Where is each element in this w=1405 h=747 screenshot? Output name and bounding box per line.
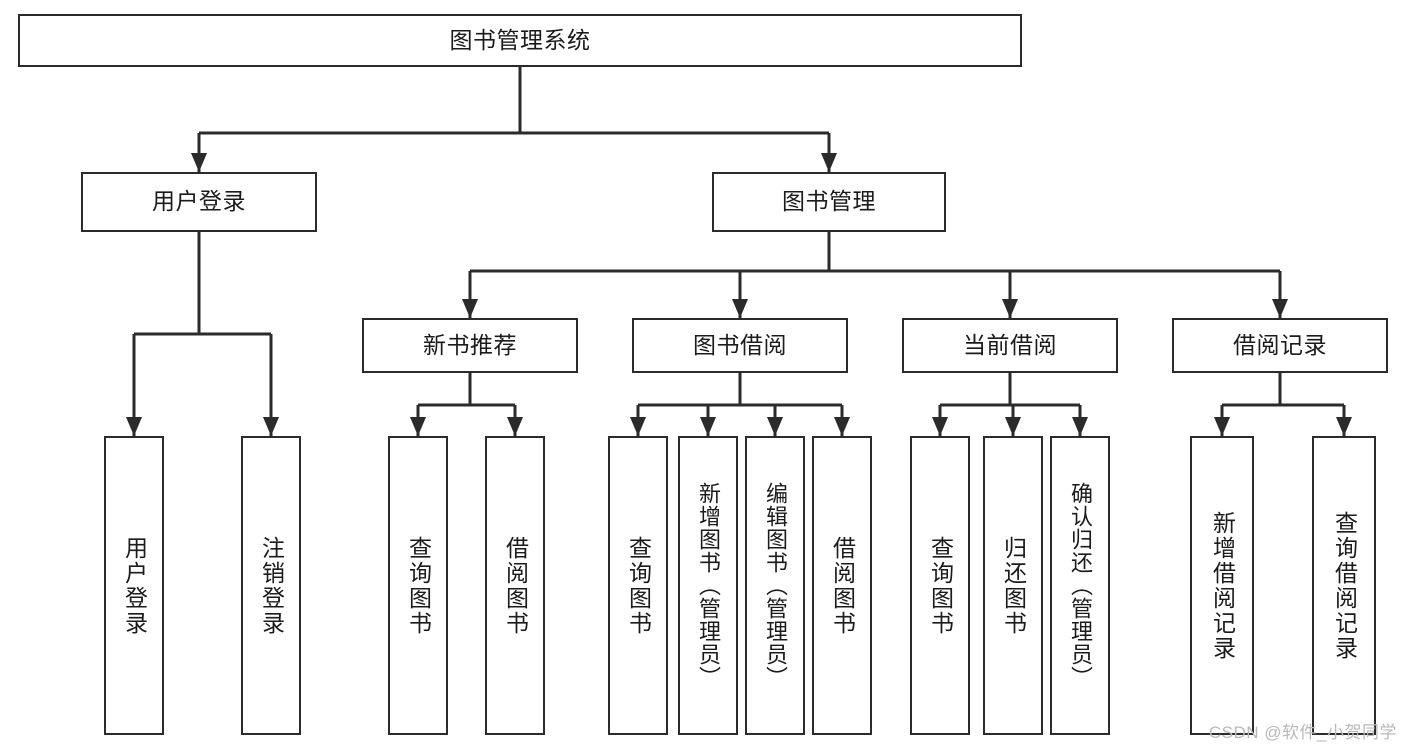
node-current-borrow[interactable]: 当前借阅 bbox=[902, 318, 1118, 373]
arrowhead-leaf-logout bbox=[263, 417, 279, 436]
node-leaf-bb-borrow[interactable]: 借阅图书 bbox=[812, 436, 872, 735]
arrowhead-leaf-bb-borrow bbox=[834, 417, 850, 436]
node-root[interactable]: 图书管理系统 bbox=[18, 14, 1022, 67]
node-label: 查询图书 bbox=[625, 535, 652, 636]
node-leaf-rec-borrow[interactable]: 借阅图书 bbox=[485, 436, 545, 735]
node-leaf-cb-query[interactable]: 查询图书 bbox=[910, 436, 970, 735]
arrowhead-leaf-br-query bbox=[1336, 417, 1352, 436]
node-label: 用户登录 bbox=[121, 535, 148, 636]
node-label: 新书推荐 bbox=[423, 331, 517, 358]
node-label: 确认归还（管理员） bbox=[1068, 482, 1093, 689]
arrowhead-leaf-cb-confirm bbox=[1072, 417, 1088, 436]
arrowhead-leaf-rec-query bbox=[410, 417, 426, 436]
arrowhead-leaf-br-add bbox=[1214, 417, 1230, 436]
arrowhead-leaf-cb-return bbox=[1005, 417, 1021, 436]
node-label: 查询图书 bbox=[405, 535, 432, 636]
node-leaf-logout[interactable]: 注销登录 bbox=[241, 436, 301, 735]
arrowhead-current-borrow bbox=[1002, 299, 1018, 318]
node-label: 查询借阅记录 bbox=[1331, 510, 1358, 661]
node-borrow-record[interactable]: 借阅记录 bbox=[1172, 318, 1388, 373]
node-label: 图书管理 bbox=[782, 188, 876, 215]
node-label: 编辑图书（管理员） bbox=[763, 482, 788, 689]
node-label: 借阅记录 bbox=[1233, 331, 1327, 358]
node-label: 查询图书 bbox=[927, 535, 954, 636]
node-leaf-user-login[interactable]: 用户登录 bbox=[104, 436, 164, 735]
node-leaf-bb-edit[interactable]: 编辑图书（管理员） bbox=[745, 436, 805, 735]
node-label: 注销登录 bbox=[258, 535, 285, 636]
arrowhead-leaf-user-login bbox=[126, 417, 142, 436]
node-leaf-bb-query[interactable]: 查询图书 bbox=[608, 436, 668, 735]
node-leaf-cb-confirm[interactable]: 确认归还（管理员） bbox=[1050, 436, 1110, 735]
node-leaf-br-query[interactable]: 查询借阅记录 bbox=[1312, 436, 1376, 735]
node-label: 借阅图书 bbox=[829, 535, 856, 636]
arrowhead-leaf-bb-edit bbox=[767, 417, 783, 436]
csdn-watermark: CSDN @软件_小贺同学 bbox=[1208, 723, 1397, 742]
arrowhead-leaf-bb-add bbox=[700, 417, 716, 436]
arrowhead-leaf-cb-query bbox=[932, 417, 948, 436]
node-leaf-br-add[interactable]: 新增借阅记录 bbox=[1190, 436, 1254, 735]
node-label: 新增图书（管理员） bbox=[696, 482, 721, 689]
node-label: 新增借阅记录 bbox=[1209, 510, 1236, 661]
arrowhead-book-borrow bbox=[732, 299, 748, 318]
node-label: 图书管理系统 bbox=[449, 26, 591, 53]
arrowhead-borrow-record bbox=[1272, 299, 1288, 318]
arrowhead-user-login bbox=[191, 153, 207, 172]
node-user-login[interactable]: 用户登录 bbox=[81, 172, 317, 232]
arrowhead-new-book-rec bbox=[462, 299, 478, 318]
node-label: 当前借阅 bbox=[963, 331, 1057, 358]
node-label: 借阅图书 bbox=[502, 535, 529, 636]
node-book-manage[interactable]: 图书管理 bbox=[712, 172, 946, 232]
arrowhead-leaf-rec-borrow bbox=[507, 417, 523, 436]
node-book-borrow[interactable]: 图书借阅 bbox=[632, 318, 848, 373]
arrowhead-leaf-bb-query bbox=[630, 417, 646, 436]
node-label: 用户登录 bbox=[152, 188, 246, 215]
node-label: 归还图书 bbox=[1000, 535, 1027, 636]
arrowhead-book-manage bbox=[821, 153, 837, 172]
node-label: 图书借阅 bbox=[693, 331, 787, 358]
node-leaf-cb-return[interactable]: 归还图书 bbox=[983, 436, 1043, 735]
node-leaf-rec-query[interactable]: 查询图书 bbox=[388, 436, 448, 735]
node-leaf-bb-add[interactable]: 新增图书（管理员） bbox=[678, 436, 738, 735]
node-new-book-rec[interactable]: 新书推荐 bbox=[362, 318, 578, 373]
